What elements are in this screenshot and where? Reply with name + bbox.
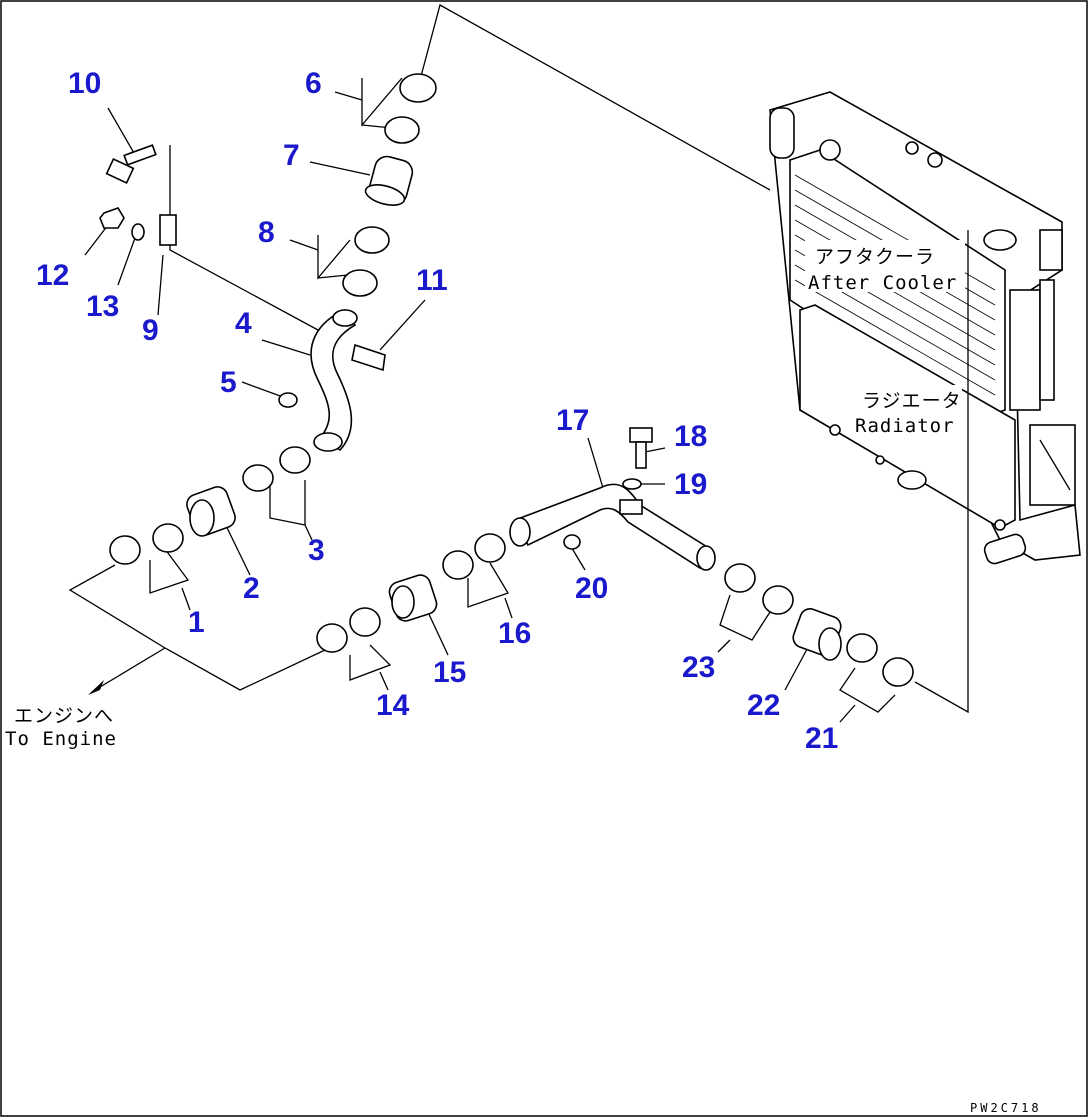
part-20-fitting — [563, 534, 581, 550]
part-11-clip — [351, 343, 386, 372]
part-9-bracket — [159, 214, 177, 246]
part-number-19: 19 — [674, 468, 707, 501]
part-number-12: 12 — [36, 259, 69, 292]
part-number-8: 8 — [258, 216, 275, 249]
part-number-13: 13 — [86, 290, 119, 323]
to-engine-label-jp: エンジンへ — [14, 705, 114, 727]
part-22-sleeve — [792, 608, 842, 661]
part-4-curved-hose — [310, 309, 357, 452]
parts — [99, 73, 914, 687]
part-number-21: 21 — [805, 722, 838, 755]
part-number-14: 14 — [376, 689, 410, 722]
part-number-15: 15 — [433, 656, 466, 689]
part-number-3: 3 — [308, 534, 325, 567]
part-16-clamp-b — [474, 533, 506, 563]
part-23-clamp-a — [724, 563, 756, 593]
radiator-label-en: Radiator — [855, 415, 955, 437]
part-21-clamp-b — [882, 657, 914, 687]
after-cooler-label-jp: アフタクーラ — [815, 246, 935, 268]
part-1-clamp-a — [109, 535, 141, 565]
part-3-clamp-a — [242, 464, 274, 492]
part-number-6: 6 — [305, 67, 322, 100]
part-13-washer — [131, 223, 145, 241]
part-number-9: 9 — [142, 314, 159, 347]
part-number-17: 17 — [556, 404, 589, 437]
part-number-7: 7 — [283, 139, 300, 172]
part-16-clamp-a — [442, 550, 474, 580]
part-number-labels: 1 2 3 4 5 6 7 8 9 10 11 12 13 14 15 16 1… — [36, 67, 838, 755]
radiator-label-jp: ラジエータ — [862, 390, 962, 412]
part-1-clamp-b — [152, 523, 184, 553]
part-number-10: 10 — [68, 67, 101, 100]
part-number-20: 20 — [575, 572, 608, 605]
part-7-hose — [364, 155, 414, 206]
part-5-fitting — [278, 392, 298, 408]
drawing-code: PW2C718 — [970, 1101, 1042, 1115]
part-2-sleeve — [186, 486, 236, 537]
part-19-washer — [622, 478, 642, 490]
part-number-1: 1 — [188, 606, 205, 639]
after-cooler-label-bg — [805, 240, 965, 292]
part-number-2: 2 — [243, 572, 260, 605]
part-14-clamp-a — [316, 623, 348, 653]
part-8-clamp-lower — [342, 269, 378, 297]
part-6-clamp-upper — [399, 73, 437, 103]
part-3-clamp-b — [279, 446, 311, 474]
part-18-bolt — [629, 427, 653, 469]
radiator-label-bg — [852, 385, 962, 437]
part-10-bolt — [105, 144, 157, 184]
after-cooler-label-en: After Cooler — [808, 272, 957, 294]
radiator-assembly — [769, 91, 1081, 565]
part-number-23: 23 — [682, 651, 715, 684]
part-number-11: 11 — [416, 264, 448, 297]
part-15-sleeve — [388, 574, 438, 622]
part-number-22: 22 — [747, 689, 780, 722]
part-number-18: 18 — [674, 420, 707, 453]
part-23-clamp-b — [762, 585, 794, 615]
part-21-clamp-a — [846, 633, 878, 663]
part-14-clamp-b — [349, 607, 381, 637]
part-6-clamp-lower — [384, 116, 420, 144]
part-12-nut — [99, 207, 125, 229]
to-engine-label-en: To Engine — [5, 728, 117, 750]
part-8-clamp-upper — [354, 226, 390, 254]
part-number-4: 4 — [235, 307, 252, 340]
part-number-16: 16 — [498, 617, 531, 650]
part-number-5: 5 — [220, 366, 237, 399]
